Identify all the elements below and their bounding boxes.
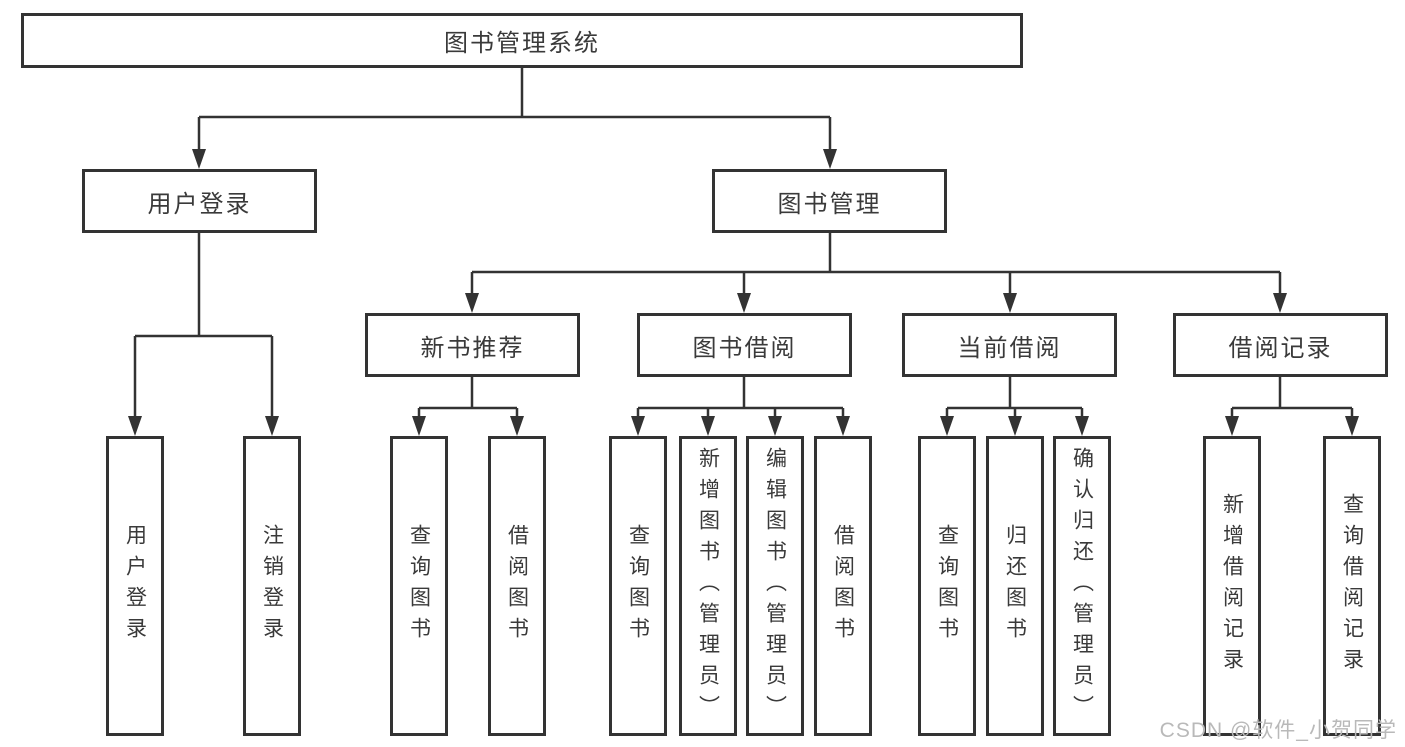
node-label: 编辑图书（管理员） xyxy=(763,446,787,726)
node-leaf-add-books-admin: 新增图书（管理员） xyxy=(679,436,737,736)
node-label: 查询图书 xyxy=(407,524,431,648)
node-label: 用户登录 xyxy=(123,524,147,648)
csdn-watermark: CSDN @软件_小贺同学 xyxy=(1159,719,1397,742)
node-leaf-borrowing-query-books: 查询图书 xyxy=(609,436,667,736)
node-label: 用户登录 xyxy=(147,190,252,218)
node-book-management-branch: 图书管理 xyxy=(712,169,947,233)
node-leaf-return-books: 归还图书 xyxy=(986,436,1044,736)
node-label: 归还图书 xyxy=(1003,524,1027,648)
node-leaf-logout: 注销登录 xyxy=(243,436,301,736)
node-library-system: 图书管理系统 xyxy=(21,13,1023,68)
node-new-book-recommend: 新书推荐 xyxy=(365,313,580,377)
node-leaf-user-login: 用户登录 xyxy=(106,436,164,736)
tree-edge-lines xyxy=(133,68,1354,420)
node-book-borrowing: 图书借阅 xyxy=(637,313,852,377)
node-label: 图书借阅 xyxy=(692,334,797,362)
node-label: 新增借阅记录 xyxy=(1220,493,1244,679)
node-leaf-borrowing-borrow-books: 借阅图书 xyxy=(814,436,872,736)
node-borrowing-records: 借阅记录 xyxy=(1173,313,1388,377)
node-label: 新增图书（管理员） xyxy=(696,446,720,726)
node-leaf-current-query-books: 查询图书 xyxy=(918,436,976,736)
node-label: 图书管理 xyxy=(777,190,882,218)
node-leaf-query-borrow-record: 查询借阅记录 xyxy=(1323,436,1381,736)
node-label: 注销登录 xyxy=(260,524,284,648)
node-label: 确认归还（管理员） xyxy=(1070,446,1094,726)
node-label: 查询图书 xyxy=(626,524,650,648)
node-leaf-edit-books-admin: 编辑图书（管理员） xyxy=(746,436,804,736)
node-leaf-recommend-borrow-books: 借阅图书 xyxy=(488,436,546,736)
node-label: 查询图书 xyxy=(935,524,959,648)
node-label: 图书管理系统 xyxy=(444,30,600,57)
node-leaf-add-borrow-record: 新增借阅记录 xyxy=(1203,436,1261,736)
node-label: 查询借阅记录 xyxy=(1340,493,1364,679)
node-current-borrowing: 当前借阅 xyxy=(902,313,1117,377)
node-leaf-confirm-return-admin: 确认归还（管理员） xyxy=(1053,436,1111,736)
node-label: 借阅记录 xyxy=(1228,334,1333,362)
node-label: 借阅图书 xyxy=(831,524,855,648)
node-label: 借阅图书 xyxy=(505,524,529,648)
node-label: 当前借阅 xyxy=(957,334,1062,362)
node-leaf-recommend-query-books: 查询图书 xyxy=(390,436,448,736)
node-user-login-branch: 用户登录 xyxy=(82,169,317,233)
node-label: 新书推荐 xyxy=(420,334,525,362)
